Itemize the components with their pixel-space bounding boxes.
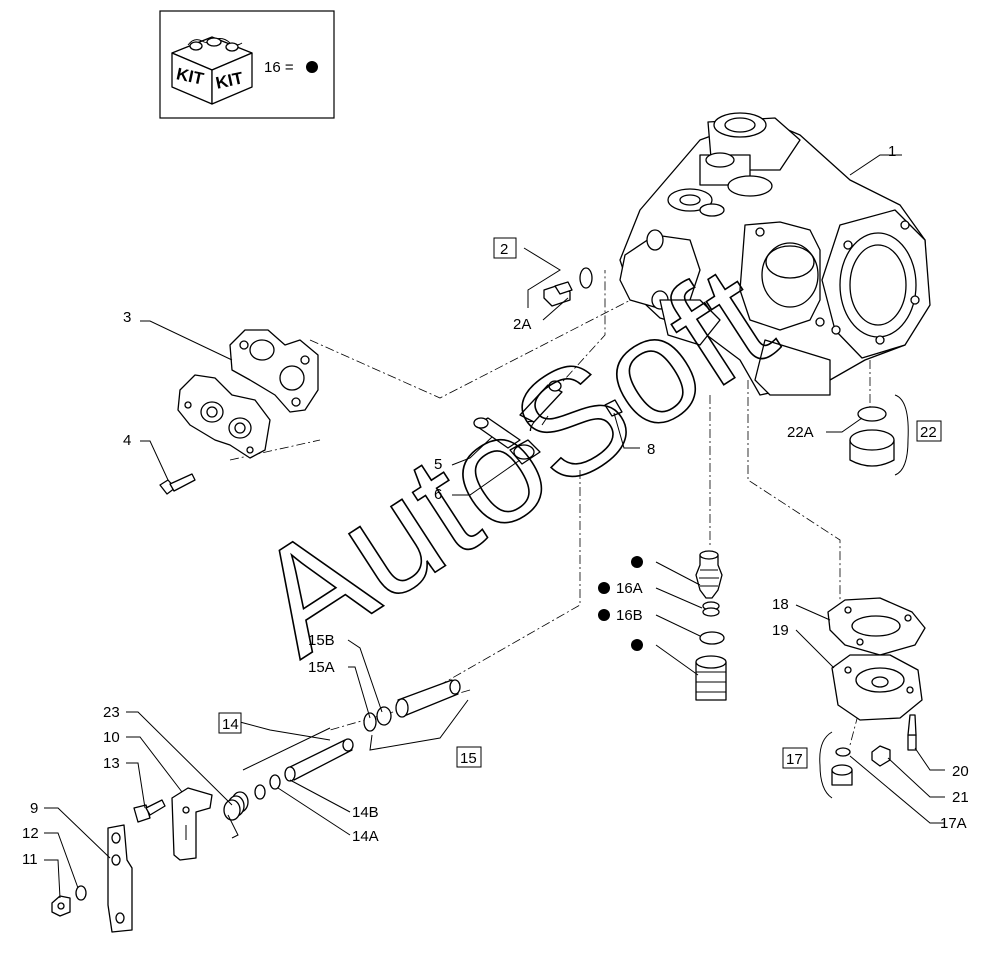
callout-5: 5	[434, 456, 442, 473]
leader-lines	[44, 154, 945, 899]
bolt-4	[159, 473, 196, 495]
callout-23: 23	[103, 704, 120, 721]
relief-valve-16	[695, 550, 727, 701]
boxed-labels: 2 22 14 15 17	[218, 237, 942, 769]
kit-dot-icon	[598, 582, 610, 594]
gasket-3	[229, 329, 319, 413]
kit-legend: KIT KIT 16 =	[159, 10, 335, 119]
plate-9	[107, 824, 133, 933]
callout-1: 1	[888, 143, 896, 160]
callout-15b: 15B	[308, 632, 335, 649]
callout-15a: 15A	[308, 659, 335, 676]
callout-14b: 14B	[352, 804, 379, 821]
callout-13: 13	[103, 755, 120, 772]
lever-10	[171, 787, 213, 861]
callout-7: 7	[527, 418, 535, 435]
nut-11-washer-12	[51, 885, 87, 917]
callout-16a: 16A	[616, 580, 643, 597]
shaft-14-15	[242, 679, 469, 800]
callout-8: 8	[647, 441, 655, 458]
callout-17: 17	[786, 751, 803, 768]
kit-equation: 16 =	[264, 59, 294, 76]
main-housing	[619, 112, 931, 396]
kit-box-icon	[171, 36, 253, 105]
bolt-13	[133, 799, 166, 823]
callout-labels: 1 2A 3 4 5 6 7 8 22A 16A 16B 18 19 20 21…	[22, 143, 969, 868]
callout-15: 15	[460, 750, 477, 767]
callout-17a: 17A	[940, 815, 967, 832]
cover-18-19	[827, 597, 926, 721]
callout-4: 4	[123, 432, 131, 449]
callout-20: 20	[952, 763, 969, 780]
kit-dot-icon	[306, 61, 318, 73]
watermark: AutoSoft	[226, 233, 800, 687]
callout-18: 18	[772, 596, 789, 613]
callout-16b: 16B	[616, 607, 643, 624]
kit-dot-icon	[631, 639, 643, 651]
callout-10: 10	[103, 729, 120, 746]
callout-6: 6	[434, 486, 442, 503]
callout-11: 11	[22, 851, 38, 868]
callout-14a: 14A	[352, 828, 379, 845]
plug-22	[849, 394, 909, 476]
callout-22: 22	[920, 424, 937, 441]
spring-23	[223, 791, 249, 839]
parts-17-20-21	[819, 714, 917, 799]
center-lines	[229, 270, 871, 746]
callout-2a: 2A	[513, 316, 531, 333]
plug-2	[523, 247, 593, 308]
kit-dot-icon	[598, 609, 610, 621]
callout-14: 14	[222, 716, 239, 733]
callout-21: 21	[952, 789, 969, 806]
callout-9: 9	[30, 800, 38, 817]
callout-12: 12	[22, 825, 39, 842]
callout-22a: 22A	[787, 424, 814, 441]
callout-2: 2	[500, 241, 508, 258]
kit-dot-icon	[631, 556, 643, 568]
callout-3: 3	[123, 309, 131, 326]
callout-19: 19	[772, 622, 789, 639]
pins-5-6-7-8	[473, 380, 623, 465]
cover-plate	[177, 374, 271, 459]
